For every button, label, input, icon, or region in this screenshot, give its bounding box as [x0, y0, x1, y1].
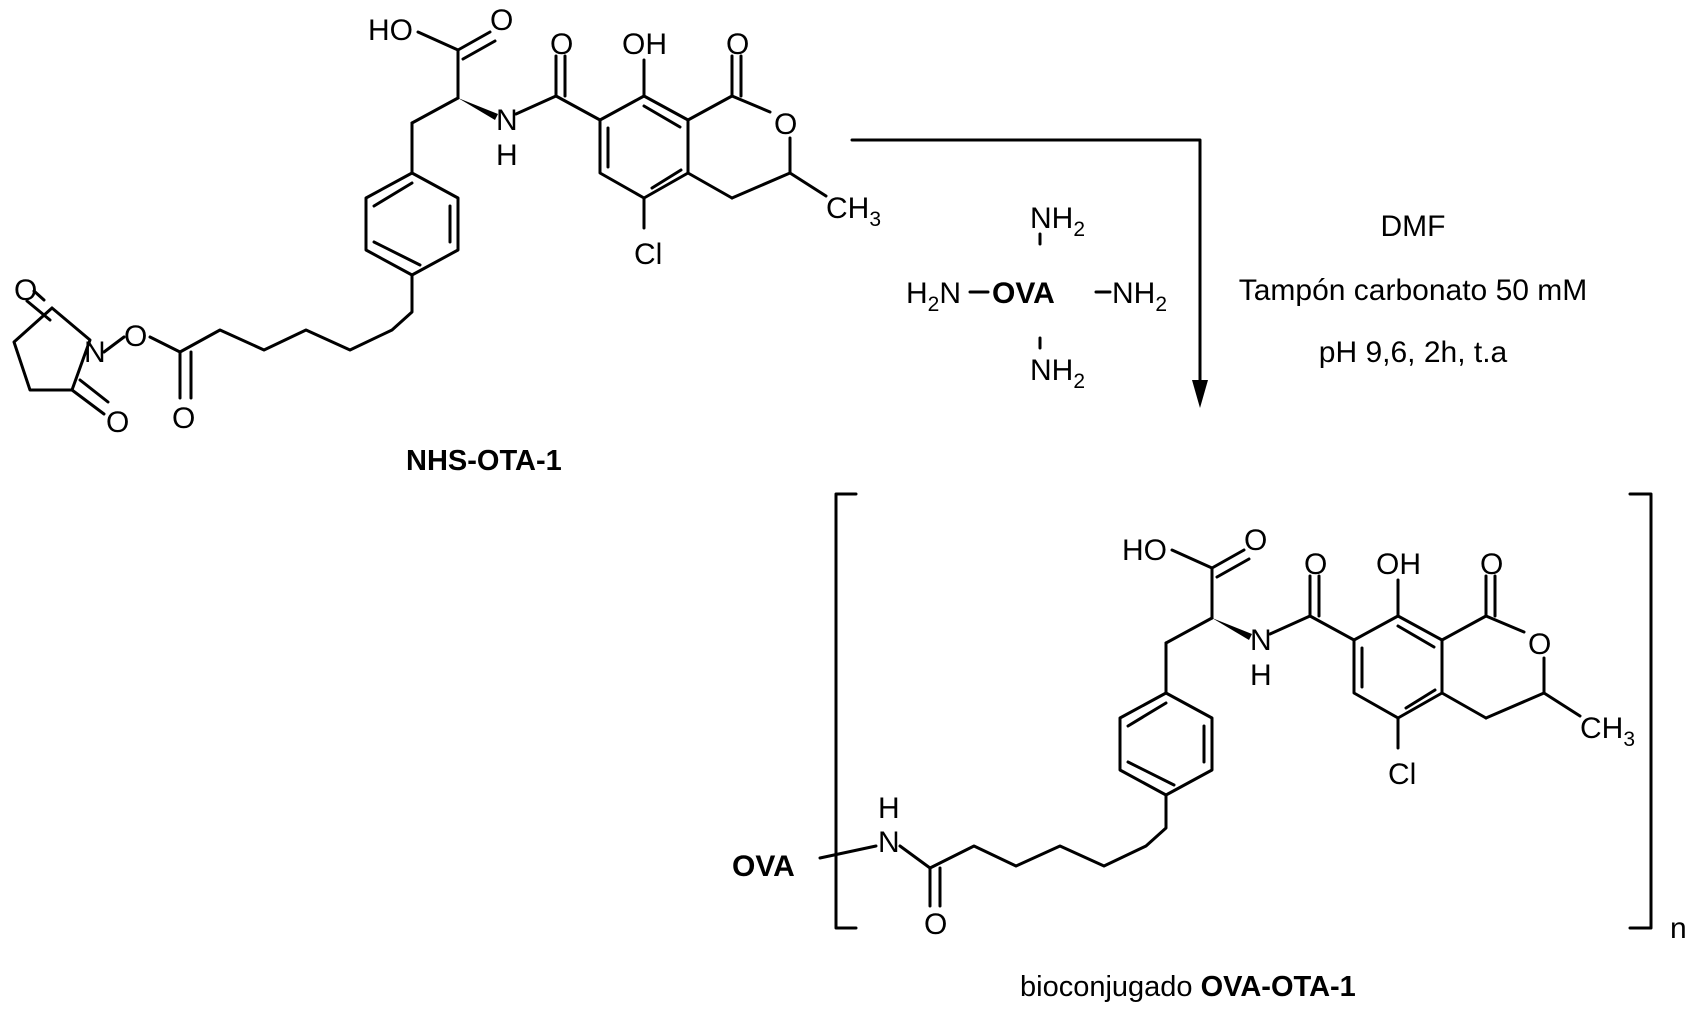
reactant-o-link-label: O	[124, 320, 147, 353]
reactant-o-amide-label: O	[550, 28, 573, 61]
repeat-bracket-left	[836, 494, 856, 928]
reactant-bonds	[14, 32, 826, 414]
reactant-nh-h-label: H	[496, 139, 518, 172]
condition-solvent: DMF	[1381, 210, 1446, 243]
product-n-amide-label: N	[878, 826, 900, 859]
reactant-o-ring-label: O	[774, 108, 797, 141]
product-nh-h-label: H	[1250, 659, 1272, 692]
product-n-amide-h-label: H	[878, 792, 900, 825]
reactant-o-acid-label: O	[490, 4, 513, 37]
condition-buffer: Tampón carbonato 50 mM	[1239, 274, 1588, 307]
product-o-amide-label: O	[1304, 548, 1327, 581]
product-o-lactone-carbonyl-label: O	[1480, 548, 1503, 581]
succinimide-o-bottom-label: O	[106, 406, 129, 439]
reactant-cl-label: Cl	[634, 238, 662, 271]
reactant-ho-label: HO	[368, 14, 413, 47]
repeat-bracket-right	[1630, 494, 1651, 928]
reagent-ova-label: OVA	[992, 277, 1055, 310]
product-bonds	[820, 550, 1580, 906]
reactant-oh-label: OH	[622, 28, 667, 61]
repeat-index-n: n	[1670, 912, 1687, 945]
reactant-caption: NHS-OTA-1	[406, 445, 562, 477]
product-o-amide-bottom-label: O	[924, 908, 947, 941]
reagent-nh2-right: NH2	[1112, 277, 1167, 316]
product-atom-labels: OVA H N O HO O O OH O N H O CH3 Cl	[732, 524, 1635, 941]
product-structure: n	[732, 494, 1687, 1003]
product-oh-label: OH	[1376, 548, 1421, 581]
product-ho-label: HO	[1122, 534, 1167, 567]
succinimide-n-label: N	[84, 336, 106, 369]
reaction-conditions: DMF Tampón carbonato 50 mM pH 9,6, 2h, t…	[1239, 210, 1588, 369]
reactant-atom-labels: HO O O OH O N H O CH3 Cl O O N O O	[14, 4, 881, 439]
reactant-nh-label: N	[496, 104, 518, 137]
reactant-o-ester-label: O	[172, 402, 195, 435]
reagent-nh2-top: NH2	[1030, 202, 1085, 241]
product-o-acid-label: O	[1244, 524, 1267, 557]
product-cl-label: Cl	[1388, 758, 1416, 791]
reagent-nh2-bottom: NH2	[1030, 354, 1085, 393]
reactant-structure: HO O O OH O N H O CH3 Cl O O N O O NHS-O…	[14, 4, 881, 477]
succinimide-o-top-label: O	[14, 274, 37, 307]
product-caption: bioconjugado OVA-OTA-1	[1020, 971, 1356, 1003]
product-nh-label: N	[1250, 624, 1272, 657]
reagent-ova-amines: NH2 H2N OVA NH2 NH2	[906, 202, 1167, 393]
product-o-ring-label: O	[1528, 628, 1551, 661]
reactant-ch3-label: CH3	[826, 192, 881, 231]
reagent-h2n-left: H2N	[906, 277, 961, 316]
reactant-o-lactone-carbonyl-label: O	[726, 28, 749, 61]
condition-ph-time-temp: pH 9,6, 2h, t.a	[1319, 336, 1508, 369]
product-ch3-label: CH3	[1580, 712, 1635, 751]
product-ova-label: OVA	[732, 850, 795, 883]
